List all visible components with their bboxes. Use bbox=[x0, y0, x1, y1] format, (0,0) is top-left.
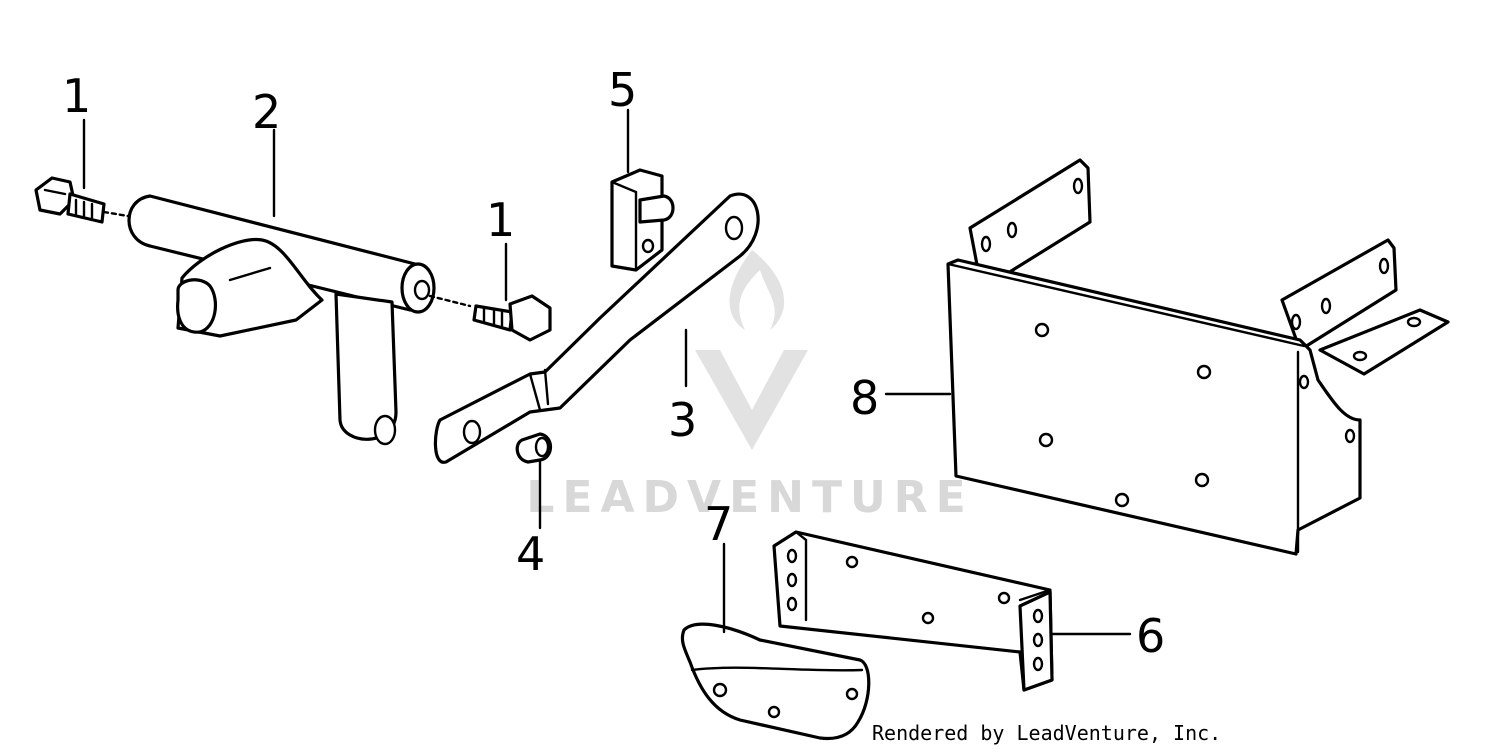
callout-5: 5 bbox=[608, 63, 637, 117]
shaft-arm-part-2 bbox=[127, 194, 472, 446]
callout-8: 8 bbox=[850, 371, 879, 425]
callout-3: 3 bbox=[668, 393, 697, 447]
callout-4: 4 bbox=[516, 527, 545, 581]
bushing-part-4 bbox=[515, 432, 553, 464]
watermark-text: LEADVENTURE bbox=[526, 472, 973, 523]
u-bracket-part-6 bbox=[772, 530, 1054, 692]
bolt-part-1-left bbox=[34, 176, 130, 224]
callout-1-right: 1 bbox=[486, 193, 515, 247]
render-credit: Rendered by LeadVenture, Inc. bbox=[872, 721, 1221, 745]
shield-plate-part-7 bbox=[680, 622, 871, 741]
callout-1-left: 1 bbox=[62, 69, 91, 123]
callout-2: 2 bbox=[252, 85, 281, 139]
link-bar-part-3 bbox=[433, 192, 760, 464]
callout-7: 7 bbox=[704, 497, 733, 551]
clip-part-5 bbox=[610, 168, 675, 272]
callout-numbers: 1 2 1 5 3 4 8 7 6 bbox=[62, 63, 1165, 663]
leadventure-watermark: LEADVENTURE bbox=[526, 250, 973, 523]
bracket-part-8 bbox=[946, 158, 1450, 556]
watermark-logo bbox=[695, 250, 808, 450]
leader-lines bbox=[82, 108, 1132, 636]
bolt-part-1-right bbox=[472, 294, 552, 342]
callout-6: 6 bbox=[1136, 609, 1165, 663]
